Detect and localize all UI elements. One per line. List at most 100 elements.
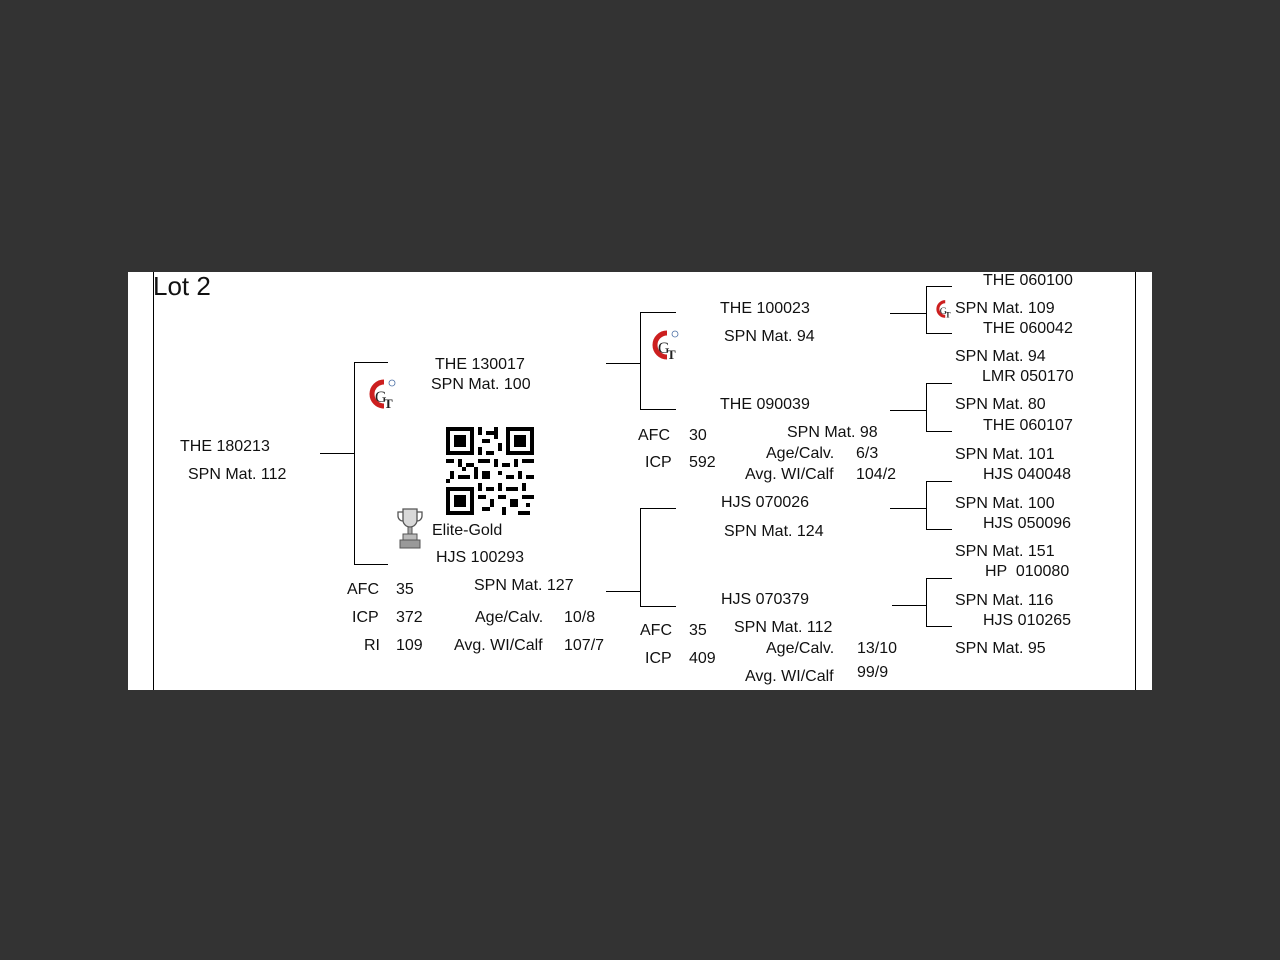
connector: [926, 431, 952, 432]
subject-id: THE 180213: [180, 438, 270, 455]
svg-text:T: T: [945, 311, 951, 320]
connector: [926, 383, 952, 384]
gen3-spn: SPN Mat. 95: [955, 640, 1046, 657]
connector: [890, 410, 926, 411]
gen3-spn: SPN Mat. 116: [955, 592, 1054, 609]
dam-dam-age-label: Age/Calv.: [766, 640, 835, 657]
gen3-id: HJS 040048: [983, 466, 1072, 483]
connector: [640, 312, 676, 313]
gen3-id: HJS 050096: [983, 515, 1072, 532]
sire-dam-afc-label: AFC: [638, 427, 670, 444]
gen3-spn: SPN Mat. 80: [955, 396, 1046, 413]
sire-dam-icp-label: ICP: [645, 454, 672, 471]
sire-dam-age-label: Age/Calv.: [766, 445, 835, 462]
gen3-spn: SPN Mat. 151: [955, 543, 1055, 560]
gen3-id: HJS 010265: [983, 612, 1072, 629]
svg-text:T: T: [667, 347, 676, 362]
gen3-spn: SPN Mat. 109: [955, 300, 1055, 317]
gen3-spn: SPN Mat. 100: [955, 495, 1055, 512]
gen3-spn: SPN Mat. 101: [955, 446, 1055, 463]
qr-code-icon: [446, 427, 534, 515]
sire-dam-id: THE 090039: [720, 396, 810, 413]
dam-id: HJS 100293: [436, 549, 525, 566]
dam-dam-spn: SPN Mat. 112: [734, 619, 833, 636]
dam-icp-label: ICP: [352, 609, 379, 626]
connector: [640, 409, 676, 410]
gt-breeder-logo-icon: G T: [936, 300, 951, 320]
gen3-spn: SPN Mat. 94: [955, 348, 1046, 365]
connector: [926, 286, 952, 287]
svg-text:T: T: [384, 396, 393, 411]
sire-dam-afc: 30: [689, 427, 707, 444]
dam-dam-id: HJS 070379: [721, 591, 810, 608]
connector: [926, 626, 952, 627]
connector: [926, 578, 927, 626]
gt-breeder-logo-icon: G T: [652, 330, 679, 362]
sire-dam-age: 6/3: [856, 445, 879, 462]
svg-text:G: G: [940, 306, 947, 317]
connector: [926, 333, 952, 334]
sire-dam-wi: 104/2: [856, 466, 897, 483]
connector: [640, 508, 641, 606]
gen3-id: THE 060042: [983, 320, 1073, 337]
page-border-left: [153, 272, 154, 690]
page-border-right: [1135, 272, 1136, 690]
subject-spn: SPN Mat. 112: [188, 466, 287, 483]
connector: [890, 508, 926, 509]
dam-afc-label: AFC: [347, 581, 379, 598]
sire-sire-id: THE 100023: [720, 300, 810, 317]
dam-dam-wi: 99/9: [857, 664, 889, 681]
dam-age: 10/8: [564, 609, 596, 626]
connector: [926, 529, 952, 530]
dam-age-label: Age/Calv.: [475, 609, 544, 626]
gen3-id: HP 010080: [985, 563, 1070, 580]
connector: [640, 508, 676, 509]
connector: [926, 578, 952, 579]
connector: [320, 453, 354, 454]
dam-wi: 107/7: [564, 637, 605, 654]
dam-afc: 35: [396, 581, 414, 598]
dam-badge: Elite-Gold: [432, 522, 503, 539]
sire-id: THE 130017: [435, 356, 525, 373]
dam-ri: 109: [396, 637, 423, 654]
connector: [354, 564, 388, 565]
gen3-id: LMR 050170: [982, 368, 1074, 385]
dam-spn: SPN Mat. 127: [474, 577, 574, 594]
sire-sire-spn: SPN Mat. 94: [724, 328, 815, 345]
dam-dam-afc: 35: [689, 622, 707, 639]
connector: [892, 605, 926, 606]
sire-spn: SPN Mat. 100: [431, 376, 531, 393]
connector: [606, 591, 640, 592]
lot-title: Lot 2: [153, 272, 211, 301]
connector: [354, 362, 388, 363]
connector: [354, 362, 355, 564]
connector: [926, 481, 927, 529]
sire-dam-wi-label: Avg. WI/Calf: [745, 466, 834, 483]
dam-dam-wi-label: Avg. WI/Calf: [745, 668, 834, 685]
connector: [640, 312, 641, 409]
svg-text:G: G: [658, 340, 670, 357]
svg-text:G: G: [375, 389, 387, 406]
dam-sire-id: HJS 070026: [721, 494, 810, 511]
sire-dam-icp: 592: [689, 454, 716, 471]
connector: [606, 363, 640, 364]
dam-icp: 372: [396, 609, 423, 626]
dam-wi-label: Avg. WI/Calf: [454, 637, 543, 654]
pedigree-document: Lot 2 THE 180213 SPN Mat. 112 G T THE 13…: [128, 272, 1152, 690]
gt-breeder-logo-icon: G T: [369, 379, 396, 411]
dam-dam-age: 13/10: [857, 640, 898, 657]
dam-ri-label: RI: [364, 637, 380, 654]
connector: [926, 383, 927, 431]
gen3-id: THE 060107: [983, 417, 1073, 434]
sire-dam-spn: SPN Mat. 98: [787, 424, 878, 441]
connector: [640, 606, 676, 607]
trophy-icon: [397, 508, 423, 549]
dam-dam-icp: 409: [689, 650, 716, 667]
dam-dam-icp-label: ICP: [645, 650, 672, 667]
connector: [890, 313, 926, 314]
dam-dam-afc-label: AFC: [640, 622, 672, 639]
connector: [926, 481, 952, 482]
connector: [926, 286, 927, 333]
dam-sire-spn: SPN Mat. 124: [724, 523, 824, 540]
gen3-id: THE 060100: [983, 272, 1073, 289]
